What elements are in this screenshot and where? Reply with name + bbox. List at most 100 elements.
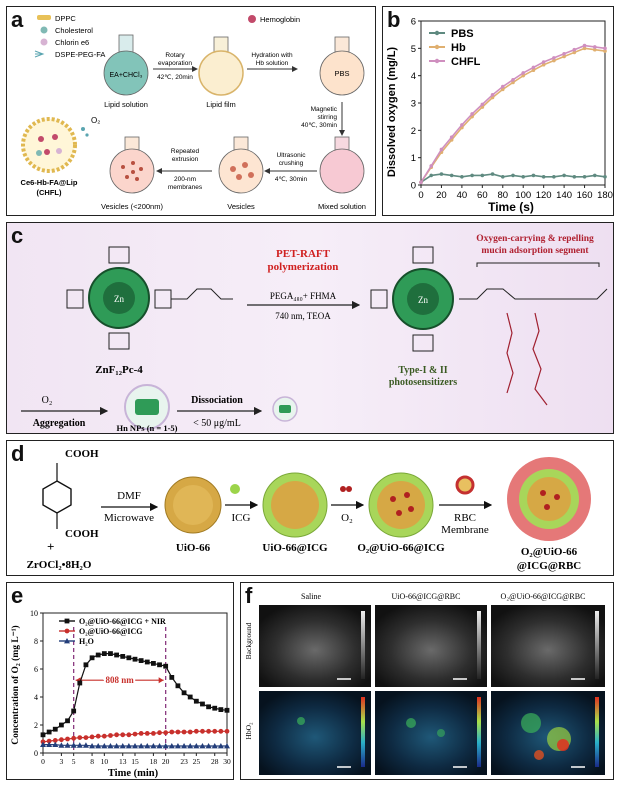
chart-b-point [592, 173, 597, 178]
chart-e-point [107, 743, 114, 749]
chart-e-ytick-label: 2 [34, 721, 38, 730]
chart-e-point [113, 743, 120, 749]
chart-e-xtick-label: 3 [60, 757, 64, 766]
chart-e-point [101, 651, 107, 656]
chart-e-point [200, 701, 205, 707]
icg-icon [230, 484, 240, 494]
flask-lipid-film: Lipid film [198, 36, 244, 109]
o2-label: O₂ [42, 395, 53, 406]
ptype-a: Type-I & II [398, 365, 447, 376]
chart-e-point [181, 729, 187, 735]
chart-e-series-line [42, 652, 228, 736]
chart-e-point [132, 656, 138, 662]
chart-e-point [218, 707, 224, 712]
chart-e-xtick-label: 30 [223, 757, 231, 766]
step5-c: 200-nm [174, 176, 196, 183]
chart-e-point [175, 729, 181, 735]
chart-b-point [449, 135, 454, 139]
final-label-a: O₂@UiO-66 [521, 546, 578, 558]
chart-e-point [206, 728, 212, 734]
chart-b-xtick-label: 0 [418, 190, 423, 201]
chlorin-icon [40, 38, 48, 46]
lipid-solution-label: Lipid solution [104, 100, 148, 109]
chart-e-point [46, 738, 52, 744]
chart-b-point [562, 173, 566, 178]
dppc-icon [37, 15, 51, 20]
phthalocyanine-polymer: Zn Type-I & II photosensitizers [370, 246, 531, 388]
chart-e-point [126, 655, 132, 661]
chart-e-point [119, 743, 126, 749]
chart-e-point [64, 742, 71, 748]
chart-b-ytick-label: 5 [411, 44, 416, 55]
chart-b-point [562, 54, 566, 59]
chart-e-point [114, 732, 119, 738]
flask1-label: EA+CHCl₃ [110, 72, 143, 79]
chart-b-point [439, 172, 444, 176]
chart-e-point [144, 731, 150, 736]
dmf-label: DMF [117, 490, 141, 502]
chart-e-xtick-label: 13 [119, 757, 127, 766]
chart-b-xtick-label: 160 [577, 190, 593, 201]
chart-b-xlabel: Time (s) [488, 200, 534, 214]
step5-a: Repeated [171, 148, 200, 155]
uio66-particle: UiO-66 [164, 476, 222, 554]
column-saline: Saline [301, 592, 321, 601]
chart-e-xtick-label: 25 [193, 757, 201, 766]
chart-e-point [89, 655, 95, 661]
microwave-label: Microwave [104, 512, 154, 524]
chart-b-point [592, 45, 597, 49]
chart-b-point [470, 173, 474, 178]
cooh-bottom: COOH [65, 528, 99, 540]
monomer-label: ZnF₁₂Pc-4 [95, 364, 143, 376]
icg-label: ICG [232, 512, 251, 524]
chart-b-point [511, 80, 515, 85]
chart-e-point [125, 743, 132, 749]
hn-label: Hn NPs (n = 1-5) [116, 423, 177, 433]
chart-e-legend-marker [64, 638, 70, 644]
legend-chlorin: Chlorin e6 [55, 38, 89, 47]
rbc-icon [455, 475, 475, 495]
chart-e-point [138, 743, 145, 749]
chart-e-point [168, 743, 175, 749]
chart-e-point [70, 742, 77, 748]
chart-b-frame [420, 20, 606, 186]
legend-cholesterol: Cholesterol [55, 26, 93, 35]
chart-b-point [541, 60, 546, 64]
chart-e-point [52, 738, 58, 743]
chart-e-point [138, 731, 144, 736]
vesicles-label: Vesicles [227, 202, 255, 211]
chart-e-point [59, 722, 64, 728]
chart-e-point [59, 737, 64, 743]
chart-b-point [500, 175, 505, 179]
chart-e-point [224, 728, 230, 734]
panel-c: c Zn ZnF₁₂Pc-4 PET-RAFT polymerization P… [6, 222, 614, 434]
chart-e-point [71, 735, 77, 741]
aggregation-label: Aggregation [33, 418, 86, 429]
chart-e-ytick-label: 6 [34, 665, 38, 674]
chart-e-point [95, 743, 102, 749]
chart-b-xtick-label: 40 [457, 190, 468, 201]
panel-d: d COOH COOH + ZrOCl₂•8H₂O DMF Microwave … [6, 440, 614, 576]
step3-b: stirring [317, 114, 337, 121]
chart-e-point [157, 730, 162, 736]
panel-b-label: b [387, 7, 401, 32]
chart-b-point [511, 77, 515, 82]
chart-e-point [181, 690, 187, 696]
chart-b-point [500, 84, 505, 89]
chart-e-point [218, 728, 224, 734]
chart-e-point [77, 735, 83, 740]
product-abbr: (CHFL) [37, 188, 62, 197]
chart-e-point [108, 733, 113, 738]
chart-e-point [199, 743, 206, 749]
chart-e-point [212, 728, 218, 734]
chart-e-point [144, 659, 150, 665]
chart-e-point [157, 662, 162, 668]
chart-e-point [200, 728, 205, 734]
chart-e-point [65, 718, 70, 724]
panel-e-label: e [11, 583, 24, 608]
chart-e-ytick-label: 8 [34, 637, 38, 646]
chart-e-point [151, 661, 156, 666]
zr-label: ZrOCl₂•8H₂O [27, 559, 92, 571]
reaction-title-a: PET-RAFT [276, 248, 331, 260]
